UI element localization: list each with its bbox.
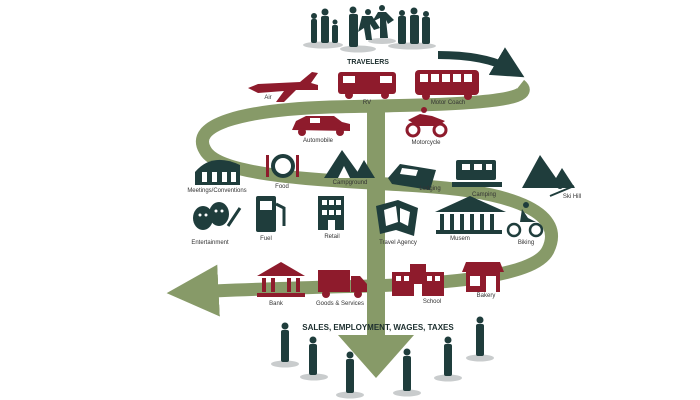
label-bakery: Bakery [477, 293, 496, 299]
label-rv: RV [363, 100, 371, 106]
label-campground: Campground [333, 180, 368, 186]
travelers-group [303, 5, 436, 53]
skier-icon [522, 155, 575, 197]
bank-icon [257, 262, 305, 297]
label-meetings-conventions: Meetings/Conventions [187, 188, 246, 194]
rv-icon [338, 72, 396, 99]
label-goods-services: Goods & Services [316, 301, 364, 307]
school-icon [392, 264, 444, 296]
workers-group [271, 316, 494, 399]
label-retail: Retail [324, 234, 339, 240]
theater-masks-icon [193, 202, 242, 230]
car-icon [292, 116, 350, 136]
dollar-stem [367, 112, 385, 335]
storefront-icon [462, 262, 504, 292]
outcomes-heading: SALES, EMPLOYMENT, WAGES, TAXES [302, 323, 454, 332]
label-museum: Musem [450, 236, 470, 242]
label-lodging: Lodging [419, 186, 440, 192]
travelers-arrow [437, 47, 525, 78]
label-camping: Camping [472, 192, 496, 198]
airplane-icon [248, 72, 318, 102]
convention-center-icon [195, 159, 240, 185]
shop-building-icon [318, 196, 344, 230]
truck-icon [318, 270, 367, 298]
label-school: School [423, 299, 441, 305]
bus-icon [415, 70, 479, 100]
stem-arrowhead [338, 335, 414, 378]
motorcycle-icon [405, 107, 448, 138]
label-biking: Biking [518, 240, 534, 246]
camper-icon [452, 160, 502, 187]
fuel-pump-icon [256, 196, 286, 232]
label-ski-hill: Ski Hill [563, 194, 581, 200]
label-bank: Bank [269, 301, 284, 307]
label-fuel: Fuel [260, 236, 272, 242]
label-travel-agency: Travel Agency [379, 240, 417, 246]
label-food: Food [275, 184, 289, 190]
label-motor-coach: Motor Coach [431, 100, 465, 106]
museum-icon [435, 196, 506, 234]
plate-icon [266, 154, 299, 178]
cyclist-icon [506, 202, 544, 238]
label-automobile: Automobile [303, 138, 334, 144]
label-air: Air [264, 95, 271, 101]
travelers-heading: TRAVELERS [347, 59, 389, 66]
label-entertainment: Entertainment [191, 240, 229, 246]
map-icon [376, 200, 418, 236]
label-motorcycle: Motorcycle [411, 140, 441, 146]
bed-icon [388, 164, 436, 190]
tent-icon [324, 150, 375, 178]
